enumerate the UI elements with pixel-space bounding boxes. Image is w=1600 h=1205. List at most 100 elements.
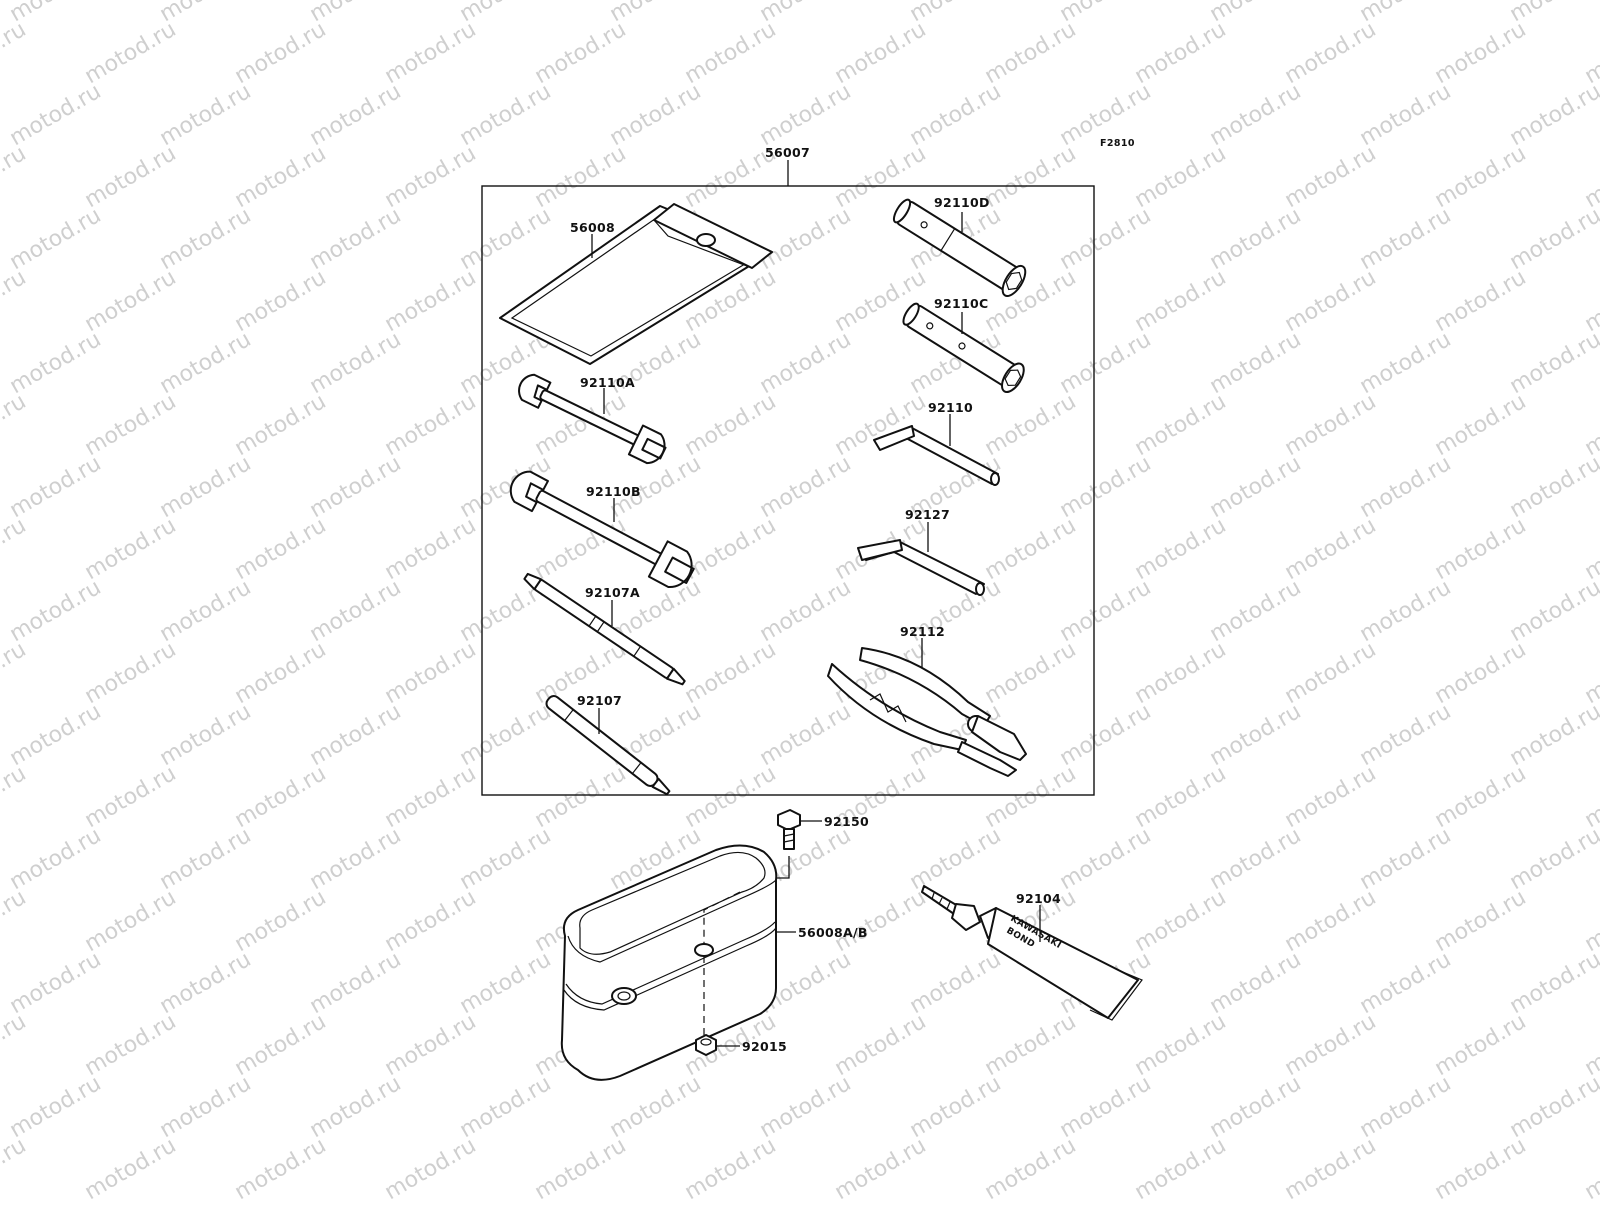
watermark-text: motod.ru (81, 1133, 181, 1200)
watermark-text: motod.ru (1056, 327, 1156, 399)
watermark-text: motod.ru (6, 699, 106, 771)
hex-key-end (991, 473, 999, 485)
watermark-text: motod.ru (0, 141, 30, 213)
watermark-text: motod.ru (1281, 513, 1381, 585)
watermark-text: motod.ru (756, 203, 856, 275)
watermark-text: motod.ru (156, 1071, 256, 1143)
watermark-text: motod.ru (1206, 1071, 1306, 1143)
label-92110[interactable]: 92110 (928, 400, 973, 415)
watermark-text: motod.ru (831, 885, 931, 957)
watermark-text: motod.ru (1206, 699, 1306, 771)
watermark-text: motod.ru (1506, 327, 1600, 399)
label-92110B[interactable]: 92110B (586, 484, 641, 499)
watermark-text: motod.ru (81, 1009, 181, 1081)
watermark-text: motod.ru (6, 79, 106, 151)
watermark-text: motod.ru (0, 17, 30, 89)
watermark-text: motod.ru (1131, 761, 1231, 833)
watermark-text: motod.ru (381, 513, 481, 585)
watermark-text: motod.ru (981, 761, 1081, 833)
label-92107A[interactable]: 92107A (585, 585, 640, 600)
label-92127[interactable]: 92127 (905, 507, 950, 522)
watermark-text: motod.ru (1131, 885, 1231, 957)
watermark-text: motod.ru (1056, 203, 1156, 275)
label-92110D[interactable]: 92110D (934, 195, 990, 210)
watermark-text: motod.ru (81, 389, 181, 461)
screwdriver-tip (653, 779, 672, 797)
watermark-text: motod.ru (456, 699, 556, 771)
watermark-text: motod.ru (1431, 389, 1531, 461)
watermark-text: motod.ru (156, 823, 256, 895)
watermark-text: motod.ru (1206, 327, 1306, 399)
watermark-text: motod.ru (81, 885, 181, 957)
watermark-text: motod.ru (381, 265, 481, 337)
watermark-text: motod.ru (6, 451, 106, 523)
watermark-text: motod.ru (756, 1071, 856, 1143)
watermark-text: motod.ru (1581, 141, 1600, 213)
bolt-head (778, 810, 800, 830)
watermark-text: motod.ru (906, 823, 1006, 895)
label-92104[interactable]: 92104 (1016, 891, 1061, 906)
watermark-text: motod.ru (1131, 17, 1231, 89)
watermark-text: motod.ru (0, 1009, 30, 1081)
watermark-text: motod.ru (306, 79, 406, 151)
watermark-text: motod.ru (1506, 451, 1600, 523)
watermark-text: motod.ru (0, 761, 30, 833)
watermark-text: motod.ru (0, 513, 30, 585)
watermark-text: motod.ru (981, 389, 1081, 461)
watermark-text: motod.ru (1356, 575, 1456, 647)
watermark-text: motod.ru (606, 1071, 706, 1143)
watermark-text: motod.ru (681, 389, 781, 461)
watermark-text: motod.ru (1356, 699, 1456, 771)
watermark-text: motod.ru (1131, 141, 1231, 213)
label-92107[interactable]: 92107 (577, 693, 622, 708)
wrench-a-end-left (515, 371, 551, 408)
watermark-text: motod.ru (831, 1133, 931, 1200)
tool-bag-snap-button (697, 234, 715, 246)
label-56007[interactable]: 56007 (765, 145, 810, 160)
watermark-text: motod.ru (1056, 1071, 1156, 1143)
watermark-text: motod.ru (531, 1133, 631, 1200)
watermark-text: motod.ru (681, 1133, 781, 1200)
watermark-text: motod.ru (1281, 1133, 1381, 1200)
wrench-a-end-right (629, 426, 670, 468)
watermark-text: motod.ru (1056, 451, 1156, 523)
watermark-text: motod.ru (81, 17, 181, 89)
watermark-text: motod.ru (681, 17, 781, 89)
watermark-text: motod.ru (1581, 17, 1600, 89)
watermark-text: motod.ru (1431, 141, 1531, 213)
watermark-text: motod.ru (1506, 575, 1600, 647)
label-92015[interactable]: 92015 (742, 1039, 787, 1054)
watermark-text: motod.ru (831, 17, 931, 89)
label-92110C[interactable]: 92110C (934, 296, 988, 311)
watermark-text: motod.ru (306, 203, 406, 275)
watermark-text: motod.ru (306, 327, 406, 399)
watermark-text: motod.ru (306, 699, 406, 771)
label-92110A[interactable]: 92110A (580, 375, 635, 390)
label-56008AB[interactable]: 56008A/B (798, 925, 868, 940)
watermark-text: motod.ru (531, 141, 631, 213)
watermark-text: motod.ru (981, 1133, 1081, 1200)
watermark-text: motod.ru (81, 141, 181, 213)
watermark-text: motod.ru (0, 885, 30, 957)
watermark-text: motod.ru (606, 79, 706, 151)
label-92150[interactable]: 92150 (824, 814, 869, 829)
watermark-text: motod.ru (0, 389, 30, 461)
watermark-text: motod.ru (1581, 761, 1600, 833)
watermark-text: motod.ru (156, 451, 256, 523)
label-56008[interactable]: 56008 (570, 220, 615, 235)
watermark-text: motod.ru (381, 389, 481, 461)
label-92112[interactable]: 92112 (900, 624, 945, 639)
watermark-text: motod.ru (1581, 1009, 1600, 1081)
part-92127-hex-key[interactable]: 92127 (858, 507, 984, 595)
watermark-text: motod.ru (1131, 637, 1231, 709)
watermark-text: motod.ru (1356, 451, 1456, 523)
watermark-text: motod.ru (231, 513, 331, 585)
watermark-text: motod.ru (306, 1071, 406, 1143)
watermark-text: motod.ru (456, 823, 556, 895)
watermark-text: motod.ru (1056, 575, 1156, 647)
watermark-text: motod.ru (1506, 79, 1600, 151)
watermark-text: motod.ru (1356, 947, 1456, 1019)
watermark-text: motod.ru (756, 327, 856, 399)
